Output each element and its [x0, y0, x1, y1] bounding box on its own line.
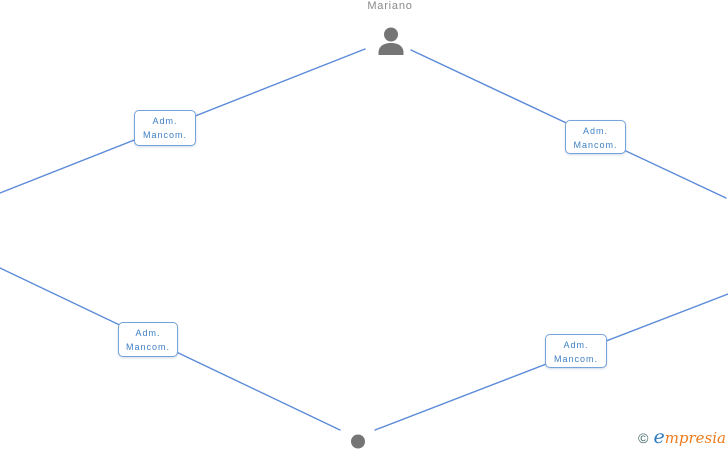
person-node-top[interactable]	[378, 27, 404, 55]
copyright-icon: ©	[638, 430, 649, 446]
brand-wordmark: empresia	[653, 427, 726, 448]
edge-label-line2: Mancom.	[573, 140, 618, 150]
person-node-bottom[interactable]	[345, 434, 371, 450]
edge-label-line2: Mancom.	[142, 130, 187, 140]
edge-label-box-bottom-right[interactable]: Adm. Mancom.	[545, 334, 607, 368]
person-icon	[378, 27, 404, 55]
brand-rest: mpresia	[664, 429, 726, 447]
edge-label-line2: Mancom.	[125, 342, 170, 352]
edge-label-box-top-right[interactable]: Adm. Mancom.	[565, 120, 626, 154]
edge-label-line2: Mancom.	[553, 354, 598, 364]
person-icon	[351, 434, 365, 449]
brand-initial: e	[653, 426, 665, 448]
edge-label-line1: Adm.	[152, 116, 178, 126]
edge-label-line1: Adm.	[563, 340, 589, 350]
edge-label-box-bottom-left[interactable]: Adm. Mancom.	[118, 322, 178, 357]
edge-label-box-top-left[interactable]: Adm. Mancom.	[134, 110, 196, 146]
empresia-logo[interactable]: © empresia	[638, 427, 726, 448]
edge-label-line1: Adm.	[135, 328, 161, 338]
edge-label-line1: Adm.	[582, 126, 608, 136]
person-name-label: Mariano	[367, 0, 413, 12]
